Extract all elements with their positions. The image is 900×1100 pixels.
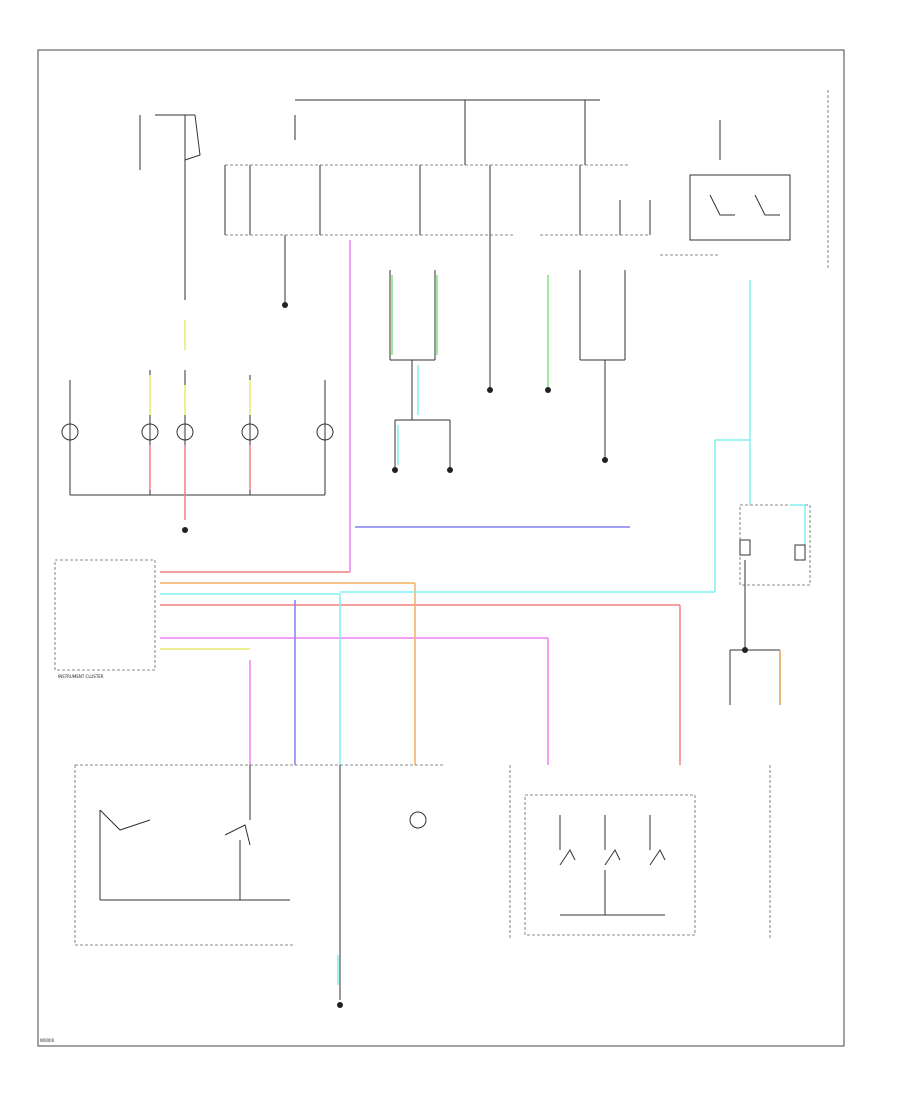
lamp-row (61, 370, 334, 533)
fuse-outputs (249, 165, 651, 235)
top-fuse-block (139, 90, 829, 270)
diagram-code: W0000 (40, 1038, 55, 1043)
lamp-icon (176, 423, 194, 441)
lamp-icon (316, 423, 334, 441)
instrument-cluster: INSTRUMENT CLUSTER (54, 559, 680, 679)
instrument-cluster-label: INSTRUMENT CLUSTER (58, 674, 104, 679)
lamp-icon (409, 811, 427, 829)
headlamp-switch (74, 764, 445, 1008)
lamp-icon (241, 423, 259, 441)
lamp-icon (61, 423, 79, 441)
colored-wires-top (184, 240, 551, 465)
multifunction-switch (509, 765, 771, 940)
cluster-feeds (249, 280, 751, 765)
lamp-icon (141, 423, 159, 441)
diagram-frame (37, 49, 845, 1047)
right-lamp-group (729, 504, 811, 705)
branch-wires (184, 235, 626, 473)
